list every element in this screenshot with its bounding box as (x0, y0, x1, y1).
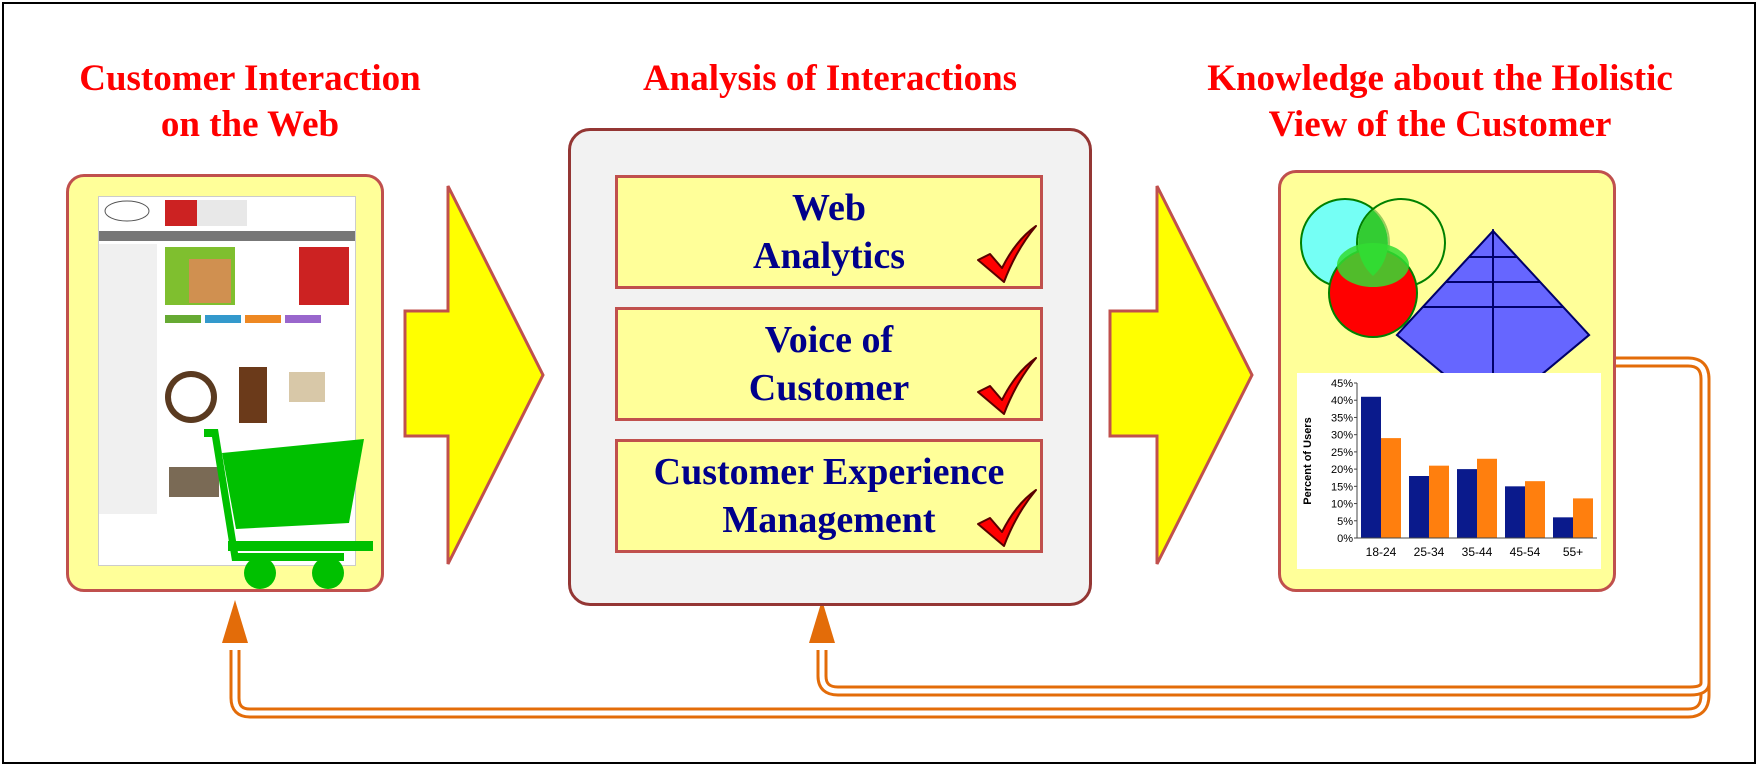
item-web-analytics: Web Analytics (615, 175, 1043, 289)
y-tick-label: 30% (1331, 430, 1353, 442)
y-tick-label: 35% (1331, 412, 1353, 424)
bar-series2-25-34 (1429, 465, 1449, 538)
bar-series2-35-44 (1477, 458, 1497, 538)
shopping-cart-icon (204, 429, 373, 589)
bar-series2-45-54 (1525, 481, 1545, 538)
y-tick-label: 25% (1331, 447, 1353, 459)
bar-series1-45-54 (1505, 486, 1525, 538)
bar-series2-18-24 (1381, 438, 1401, 538)
x-tick-label: 25-34 (1414, 545, 1445, 559)
y-tick-label: 40% (1331, 395, 1353, 407)
item-web-analytics-line2: Analytics (753, 235, 905, 277)
title-knowledge: Knowledge about the Holistic View of the… (1150, 56, 1730, 148)
y-tick-label: 15% (1331, 481, 1353, 493)
y-tick-label: 20% (1331, 464, 1353, 476)
x-tick-label: 18-24 (1366, 545, 1397, 559)
item-voice-of-customer: Voice of Customer (615, 307, 1043, 421)
bar-series1-18-24 (1361, 396, 1381, 538)
venn-diagram-icon (1300, 198, 1446, 338)
checkmark-icon (977, 357, 1037, 415)
x-tick-label: 35-44 (1462, 545, 1493, 559)
y-tick-label: 0% (1337, 533, 1353, 545)
feedback-arrowhead-left (222, 600, 248, 643)
title-left-line2: on the Web (160, 104, 340, 145)
title-customer-interaction: Customer Interaction on the Web (30, 56, 470, 148)
pyramid-icon (1395, 229, 1591, 418)
bar-series1-25-34 (1409, 476, 1429, 538)
checkmark-icon (977, 489, 1037, 547)
feedback-arrowhead-center (809, 600, 835, 643)
checkmark-icon (977, 225, 1037, 283)
chart-y-label: Percent of Users (1302, 417, 1314, 504)
x-tick-label: 55+ (1563, 545, 1583, 559)
bar-series1-35-44 (1457, 469, 1477, 538)
title-analysis: Analysis of Interactions (560, 56, 1100, 102)
flow-arrow-1 (403, 185, 545, 565)
panel-analysis: Web Analytics Voice of Customer Customer… (568, 128, 1092, 606)
flow-arrow-2 (1108, 185, 1254, 565)
feedback-arrow-outer (229, 356, 1711, 719)
item-cem-line2: Management (722, 499, 936, 541)
title-left-line1: Customer Interaction (79, 58, 421, 99)
title-right-line1: Knowledge about the Holistic (1207, 58, 1673, 99)
title-right-line2: View of the Customer (1268, 104, 1612, 145)
item-cem-line1: Customer Experience (653, 451, 1005, 493)
panel-web-interaction (66, 174, 384, 592)
item-web-analytics-line1: Web (792, 187, 866, 229)
item-customer-experience-management: Customer Experience Management (615, 439, 1043, 553)
y-tick-label: 10% (1331, 499, 1353, 511)
panel-knowledge: 0% 5% 10% 15% 20% 25% 30% 35% 40% 45% 18-24 25-34 3… (1278, 170, 1616, 592)
title-center: Analysis of Interactions (642, 58, 1018, 99)
y-tick-label: 5% (1337, 516, 1353, 528)
feedback-arrow-inner (816, 650, 1711, 697)
x-tick-label: 45-54 (1510, 545, 1541, 559)
bar-chart: 0% 5% 10% 15% 20% 25% 30% 35% 40% 45% 18-24 25-34 3… (1297, 373, 1601, 569)
y-tick-label: 45% (1331, 378, 1353, 390)
bar-series1-55+ (1553, 517, 1573, 538)
bar-series2-55+ (1573, 498, 1593, 538)
item-voice-line2: Customer (748, 367, 910, 409)
item-voice-line1: Voice of (764, 319, 894, 361)
